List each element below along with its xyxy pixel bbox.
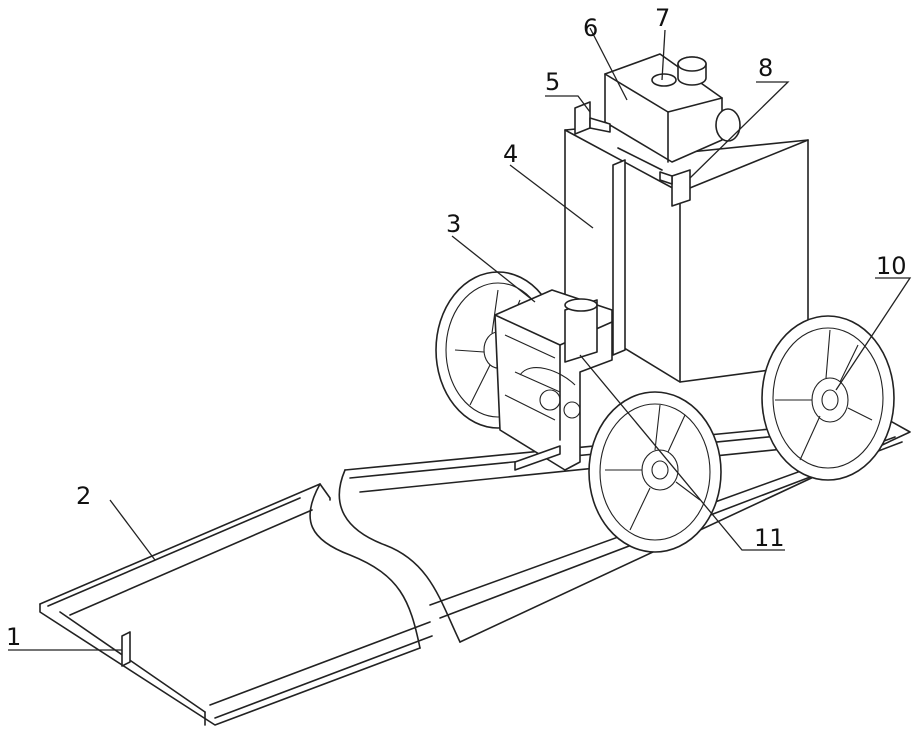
front-wheel <box>589 392 721 552</box>
label-part-5: 5 <box>545 68 560 96</box>
label-part-11: 11 <box>754 524 785 552</box>
rail-track <box>40 418 910 725</box>
label-part-10: 10 <box>876 252 907 280</box>
label-part-4: 4 <box>503 140 518 168</box>
label-part-7: 7 <box>655 4 670 32</box>
label-part-2: 2 <box>76 482 91 510</box>
pulley <box>716 109 740 141</box>
label-part-6: 6 <box>583 14 598 42</box>
label-part-8: 8 <box>758 54 773 82</box>
label-part-1: 1 <box>6 623 21 651</box>
motor-cap <box>652 74 676 86</box>
label-part-3: 3 <box>446 210 461 238</box>
end-stop <box>122 632 130 666</box>
right-wheel <box>762 316 894 480</box>
